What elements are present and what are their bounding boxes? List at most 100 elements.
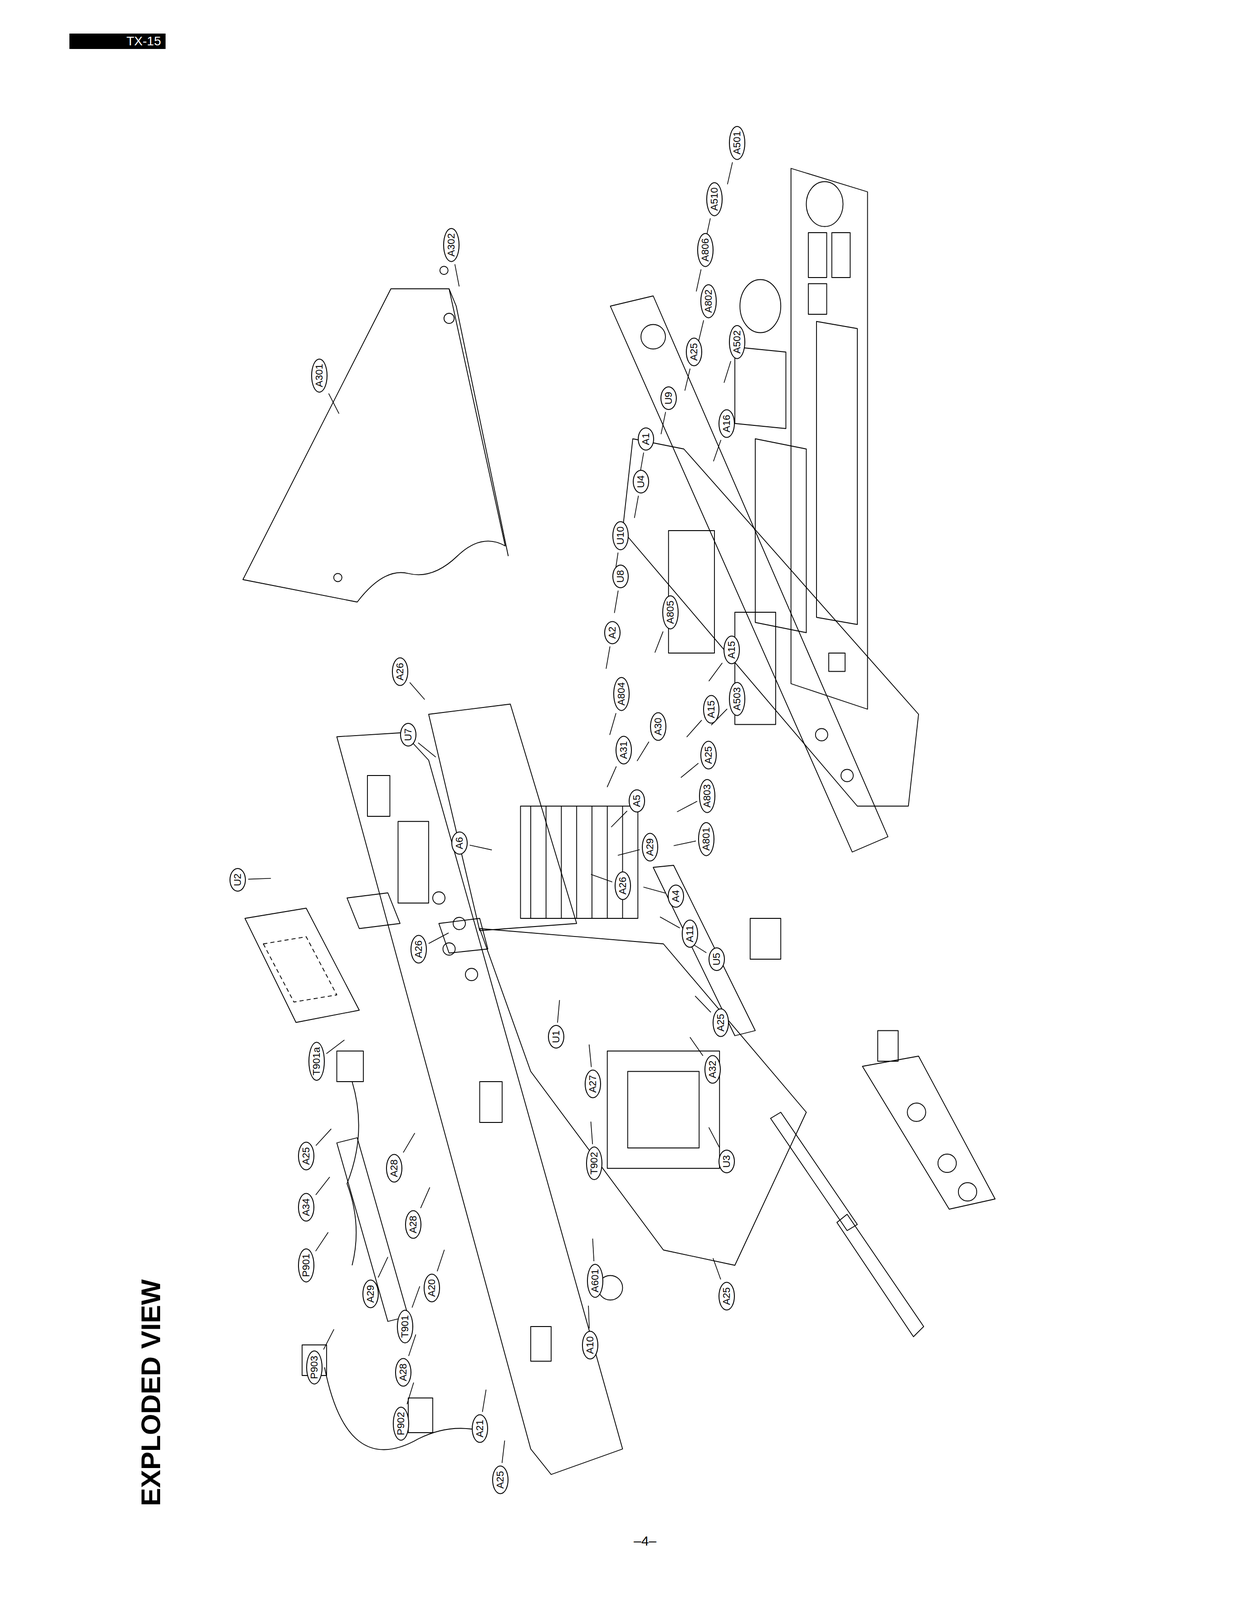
callout-number: U5 bbox=[708, 947, 725, 972]
pcb-plate bbox=[428, 704, 577, 932]
callout-number: A25 bbox=[700, 740, 717, 770]
jack bbox=[432, 892, 445, 905]
leader-line bbox=[614, 590, 618, 613]
leader-line bbox=[591, 874, 613, 883]
leader-line bbox=[437, 1250, 445, 1272]
board-outline bbox=[263, 937, 338, 1003]
switch bbox=[877, 1031, 899, 1062]
callout-number: A25 bbox=[712, 1008, 729, 1037]
transformer-core bbox=[627, 1071, 700, 1149]
callout-number: A26 bbox=[391, 657, 409, 686]
leader-line bbox=[636, 741, 649, 762]
wire bbox=[347, 1081, 359, 1266]
control bbox=[907, 1103, 926, 1122]
callout-number: U8 bbox=[612, 564, 629, 589]
heat-sink bbox=[520, 806, 639, 920]
pcb-board bbox=[862, 1056, 996, 1210]
leader-line bbox=[686, 720, 702, 738]
transformer bbox=[607, 1051, 720, 1169]
leader-line bbox=[634, 495, 639, 519]
leader-line bbox=[643, 887, 665, 894]
callout-number: A28 bbox=[395, 1358, 412, 1388]
callout-number: A25 bbox=[685, 337, 703, 367]
callout-number: A31 bbox=[615, 735, 632, 765]
pcb-board bbox=[244, 908, 360, 1023]
button-slot bbox=[808, 283, 827, 315]
leader-line bbox=[454, 264, 460, 287]
leader-line bbox=[660, 917, 680, 929]
callout-number: U9 bbox=[660, 386, 677, 410]
callout-number: A301 bbox=[311, 358, 328, 393]
model-header: TX-15 bbox=[69, 33, 166, 49]
leader-line bbox=[315, 1129, 332, 1146]
page-number: –4– bbox=[633, 1533, 657, 1550]
leader-line bbox=[557, 1000, 560, 1023]
leader-line bbox=[660, 411, 666, 435]
leader-line bbox=[315, 1232, 329, 1252]
callout-number: U3 bbox=[718, 1149, 735, 1174]
leader-line bbox=[617, 849, 640, 856]
callout-number: A28 bbox=[386, 1154, 403, 1184]
callout-number: A801 bbox=[698, 821, 715, 856]
leader-line bbox=[406, 1382, 414, 1405]
leader-line bbox=[428, 933, 449, 944]
callout-number: A29 bbox=[641, 832, 659, 862]
callout-number: T901a bbox=[308, 1041, 325, 1081]
leader-line bbox=[727, 162, 733, 185]
callout-number: A26 bbox=[614, 871, 631, 900]
control bbox=[938, 1154, 957, 1174]
callout-number: A502 bbox=[728, 324, 746, 359]
callout-number: A302 bbox=[443, 227, 460, 262]
callout-number: A2 bbox=[604, 621, 621, 645]
callout-number: U10 bbox=[612, 521, 629, 551]
jack-block bbox=[750, 918, 782, 960]
knob bbox=[739, 279, 781, 333]
fins bbox=[530, 806, 623, 920]
leader-line bbox=[502, 1440, 505, 1464]
leader-line bbox=[403, 1133, 415, 1153]
callout-number: P903 bbox=[306, 1350, 323, 1385]
leader-line bbox=[713, 440, 721, 462]
leader-line bbox=[409, 682, 425, 700]
jack bbox=[453, 917, 466, 930]
control bbox=[958, 1183, 978, 1202]
side-rail bbox=[610, 296, 889, 853]
callout-number: A802 bbox=[700, 283, 717, 318]
display-plate bbox=[755, 439, 807, 634]
leader-line bbox=[323, 1329, 334, 1350]
panel-window bbox=[367, 775, 391, 817]
leader-line bbox=[411, 1286, 420, 1308]
callout-number: A501 bbox=[728, 125, 746, 160]
callout-number: A6 bbox=[451, 831, 468, 855]
leader-line bbox=[315, 1177, 330, 1195]
callout-number: A27 bbox=[584, 1069, 602, 1099]
leader-line bbox=[609, 713, 617, 736]
leader-line bbox=[694, 996, 711, 1013]
cover-hole bbox=[444, 313, 455, 324]
callout-number: A30 bbox=[650, 712, 667, 741]
callout-number: U1 bbox=[547, 1025, 565, 1049]
rear-panel bbox=[337, 733, 623, 1476]
callout-number: A21 bbox=[471, 1414, 489, 1443]
callout-number: A25 bbox=[298, 1142, 315, 1171]
jack bbox=[465, 968, 478, 981]
callout-number: A806 bbox=[697, 233, 714, 268]
leader-line bbox=[606, 766, 617, 788]
leader-line bbox=[708, 663, 723, 682]
leader-line bbox=[328, 393, 340, 414]
callout-number: A15 bbox=[703, 694, 720, 724]
leader-line bbox=[378, 1257, 388, 1278]
screw bbox=[333, 573, 343, 582]
leader-line bbox=[420, 1187, 430, 1209]
panel-window bbox=[530, 1326, 552, 1362]
leader-line bbox=[698, 320, 704, 343]
callout-number: P901 bbox=[298, 1248, 315, 1283]
callout-number: A601 bbox=[586, 1263, 604, 1298]
leader-line bbox=[418, 743, 436, 758]
leader-line bbox=[684, 368, 691, 392]
callout-number: A503 bbox=[728, 682, 746, 717]
top-cover bbox=[243, 288, 506, 603]
front-chassis bbox=[622, 439, 920, 807]
terminal bbox=[337, 1051, 364, 1083]
